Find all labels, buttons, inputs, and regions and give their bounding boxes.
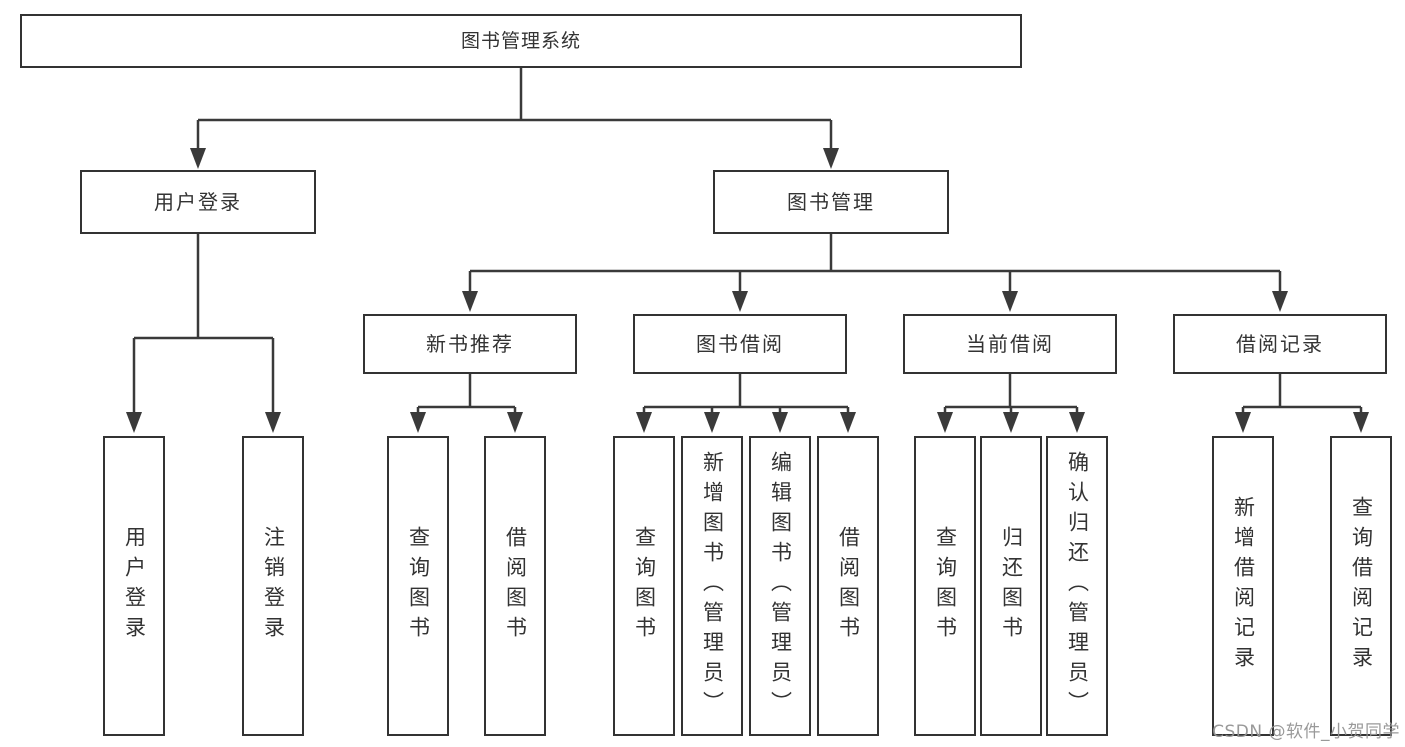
leaf-return-books: 归还图书 (980, 436, 1042, 736)
leaf-query-borrow-record-label: 查询借阅记录 (1349, 496, 1374, 676)
node-borrowing-records: 借阅记录 (1173, 314, 1387, 374)
leaf-query-books-1-label: 查询图书 (406, 526, 431, 646)
leaf-query-books-3-label: 查询图书 (933, 526, 958, 646)
node-book-management: 图书管理 (713, 170, 949, 234)
leaf-add-borrow-record-label: 新增借阅记录 (1231, 496, 1256, 676)
leaf-confirm-return-admin-label: 确认归还（管理员） (1065, 451, 1090, 721)
leaf-edit-books-admin: 编辑图书（管理员） (749, 436, 811, 736)
node-new-book-recommend-label: 新书推荐 (426, 332, 514, 356)
leaf-query-books-2-label: 查询图书 (632, 526, 657, 646)
leaf-borrow-books-2-label: 借阅图书 (836, 526, 861, 646)
leaf-user-login: 用户登录 (103, 436, 165, 736)
leaf-query-books-3: 查询图书 (914, 436, 976, 736)
leaf-logout-label: 注销登录 (261, 526, 286, 646)
leaf-logout: 注销登录 (242, 436, 304, 736)
leaf-borrow-books-2: 借阅图书 (817, 436, 879, 736)
node-root-system: 图书管理系统 (20, 14, 1022, 68)
node-book-management-label: 图书管理 (787, 190, 875, 214)
node-book-borrowing-label: 图书借阅 (696, 332, 784, 356)
csdn-watermark: CSDN @软件_小贺同学 (1212, 722, 1400, 742)
node-root-system-label: 图书管理系统 (460, 29, 581, 52)
leaf-add-borrow-record: 新增借阅记录 (1212, 436, 1274, 736)
node-current-borrowing: 当前借阅 (903, 314, 1117, 374)
leaf-query-books-1: 查询图书 (387, 436, 449, 736)
leaf-add-books-admin: 新增图书（管理员） (681, 436, 743, 736)
leaf-edit-books-admin-label: 编辑图书（管理员） (768, 451, 793, 721)
leaf-user-login-label: 用户登录 (122, 526, 147, 646)
leaf-borrow-books-1-label: 借阅图书 (503, 526, 528, 646)
arrowheads (126, 148, 1369, 433)
leaf-return-books-label: 归还图书 (999, 526, 1024, 646)
node-book-borrowing: 图书借阅 (633, 314, 847, 374)
node-user-login-label: 用户登录 (154, 190, 242, 214)
leaf-query-borrow-record: 查询借阅记录 (1330, 436, 1392, 736)
node-borrowing-records-label: 借阅记录 (1236, 332, 1324, 356)
leaf-borrow-books-1: 借阅图书 (484, 436, 546, 736)
leaf-add-books-admin-label: 新增图书（管理员） (700, 451, 725, 721)
node-current-borrowing-label: 当前借阅 (966, 332, 1054, 356)
node-user-login: 用户登录 (80, 170, 316, 234)
node-new-book-recommend: 新书推荐 (363, 314, 577, 374)
leaf-confirm-return-admin: 确认归还（管理员） (1046, 436, 1108, 736)
leaf-query-books-2: 查询图书 (613, 436, 675, 736)
